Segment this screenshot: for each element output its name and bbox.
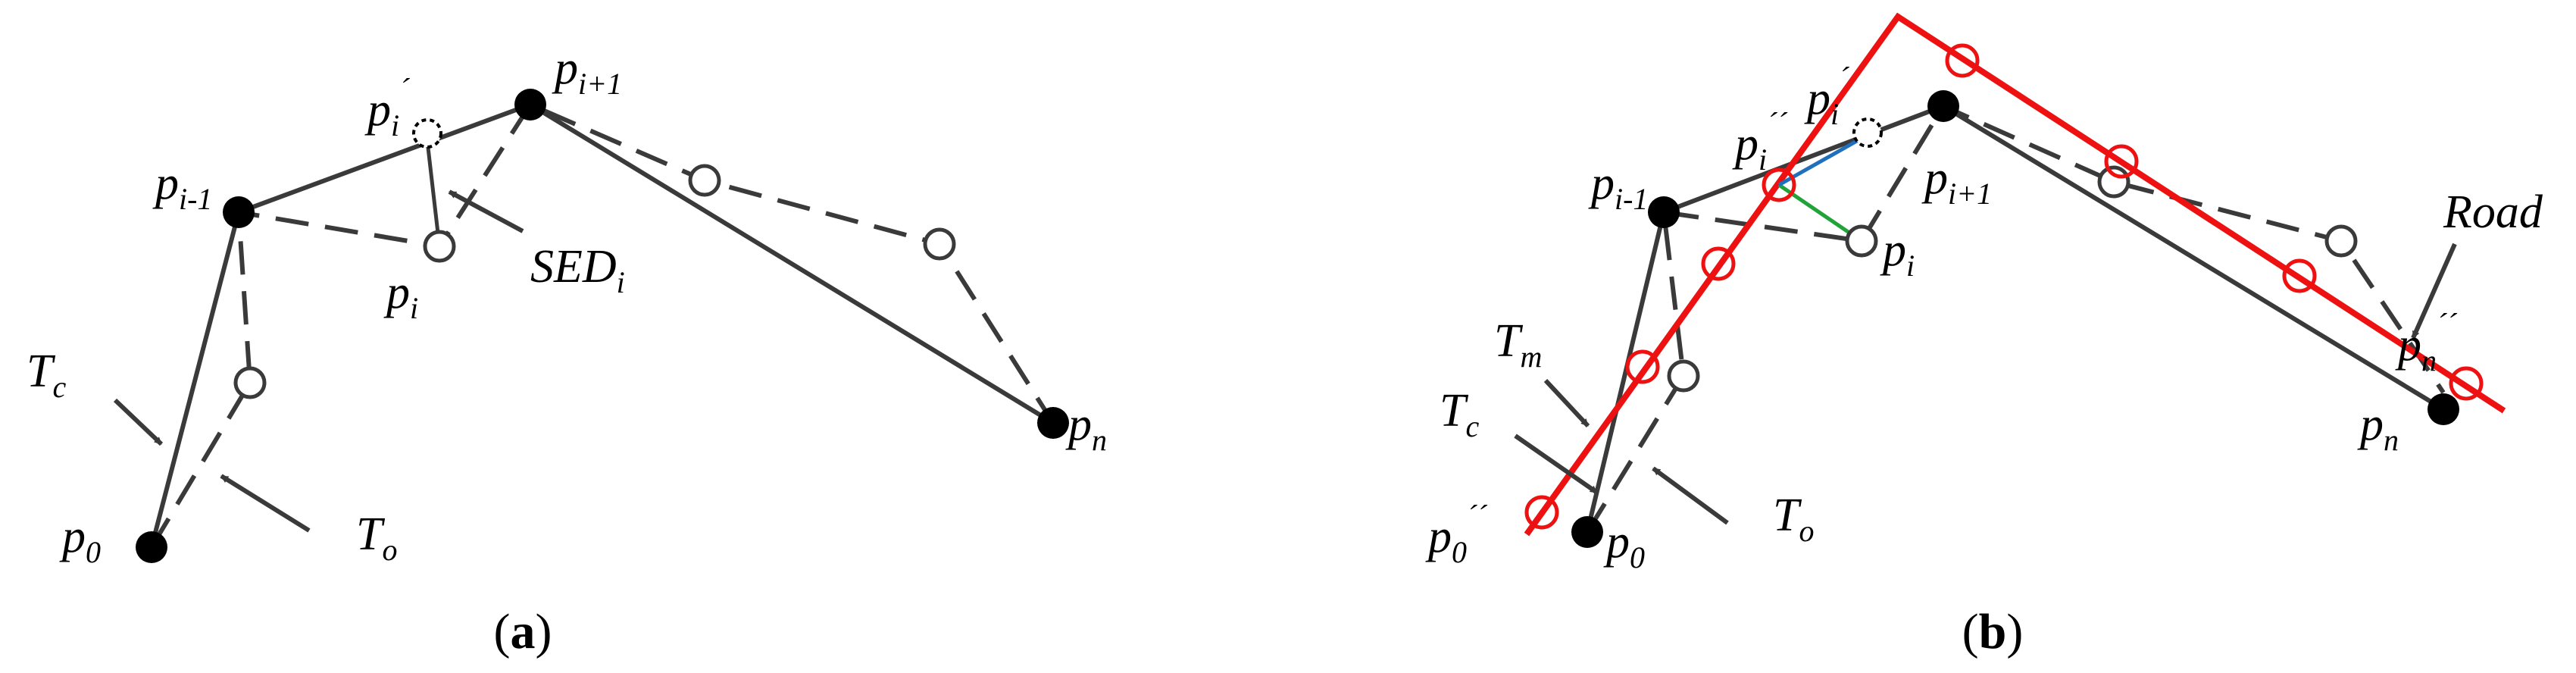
arrow-b-road xyxy=(2411,243,2457,340)
label-a-p0: p0 xyxy=(59,511,101,569)
matched-point-3 xyxy=(1701,246,1736,281)
key-point-b-pn xyxy=(2428,393,2459,425)
arrow-a-to xyxy=(220,474,311,533)
original-point-a-3 xyxy=(688,164,721,197)
label-b-tm: Tm xyxy=(1494,315,1542,374)
arrow-a-tc xyxy=(113,398,164,446)
label-b-pim1: pi-1 xyxy=(1588,158,1648,216)
original-point-b-1 xyxy=(1667,359,1700,393)
synchronized-point-a xyxy=(412,118,442,149)
key-point-a-pip1 xyxy=(514,89,546,121)
matched-point-1 xyxy=(1524,495,1559,530)
label-b-road: Road xyxy=(2443,186,2543,238)
key-point-a-p0 xyxy=(136,531,167,563)
compressed-trajectory-b xyxy=(1585,103,2445,533)
original-trajectory-a xyxy=(149,102,1055,549)
panel-b: pi-1 pi´´ pi´ pi+1 pi Road pn´´ pn Tm Tc… xyxy=(1425,12,2543,659)
original-point-a-4 xyxy=(923,227,956,261)
arrow-b-tm xyxy=(1543,378,1590,428)
matched-point-7 xyxy=(2282,258,2317,293)
key-point-b-p0 xyxy=(1571,516,1603,548)
label-a-pim1: pi-1 xyxy=(152,158,212,216)
label-b-pi-prime: pi´ xyxy=(1804,61,1849,131)
key-point-a-pim1 xyxy=(223,196,255,228)
label-b-pi-double-prime: pi´´ xyxy=(1732,106,1787,177)
caption-a: (a) xyxy=(494,604,552,659)
label-a-pi-prime: pi´ xyxy=(364,72,410,142)
compressed-trajectory-a xyxy=(149,102,1055,548)
label-a-pi: pi xyxy=(383,267,418,325)
original-point-a-pi xyxy=(423,230,456,263)
caption-b: (b) xyxy=(1962,604,2024,659)
matched-point-6 xyxy=(2104,144,2139,179)
road-line xyxy=(1524,12,2506,537)
label-b-pip1: pi+1 xyxy=(1921,152,1992,211)
original-point-b-pi xyxy=(1845,224,1878,258)
sed-line-a xyxy=(425,140,442,247)
matched-point-4 xyxy=(1762,167,1796,202)
label-b-pi: pi xyxy=(1880,224,1915,283)
arrow-b-to xyxy=(1652,466,1729,525)
original-trajectory-b xyxy=(1585,103,2446,534)
label-b-tc: Tc xyxy=(1440,385,1479,443)
label-a-sed: SEDi xyxy=(530,241,625,299)
label-b-pn: pn xyxy=(2357,399,2399,457)
matched-point-8 xyxy=(2449,366,2484,401)
original-point-b-4 xyxy=(2324,224,2358,258)
label-a-pip1: pi+1 xyxy=(552,42,622,101)
original-point-a-1 xyxy=(233,366,267,399)
matched-point-5 xyxy=(1945,43,1980,78)
arrow-b-tc xyxy=(1514,434,1599,495)
original-point-b-3 xyxy=(2097,165,2131,199)
panel-a: pi-1 pi´ pi+1 pi SEDi pn p0 Tc To (a) xyxy=(27,42,1107,659)
arrow-a-sed xyxy=(448,189,524,233)
synchronized-point-b xyxy=(1852,117,1883,148)
label-b-p0: p0 xyxy=(1603,516,1645,574)
key-point-b-pim1 xyxy=(1648,196,1680,228)
label-b-to: To xyxy=(1773,490,1814,548)
label-a-pn: pn xyxy=(1065,399,1107,457)
key-point-b-pip1 xyxy=(1927,90,1959,122)
matched-point-2 xyxy=(1625,349,1660,384)
key-point-a-pn xyxy=(1037,407,1069,439)
label-a-to: To xyxy=(356,509,397,567)
label-b-p0-double-prime: p0´´ xyxy=(1425,499,1487,569)
label-a-tc: Tc xyxy=(27,346,66,404)
label-b-pn-double-prime: pn´´ xyxy=(2395,307,2457,377)
